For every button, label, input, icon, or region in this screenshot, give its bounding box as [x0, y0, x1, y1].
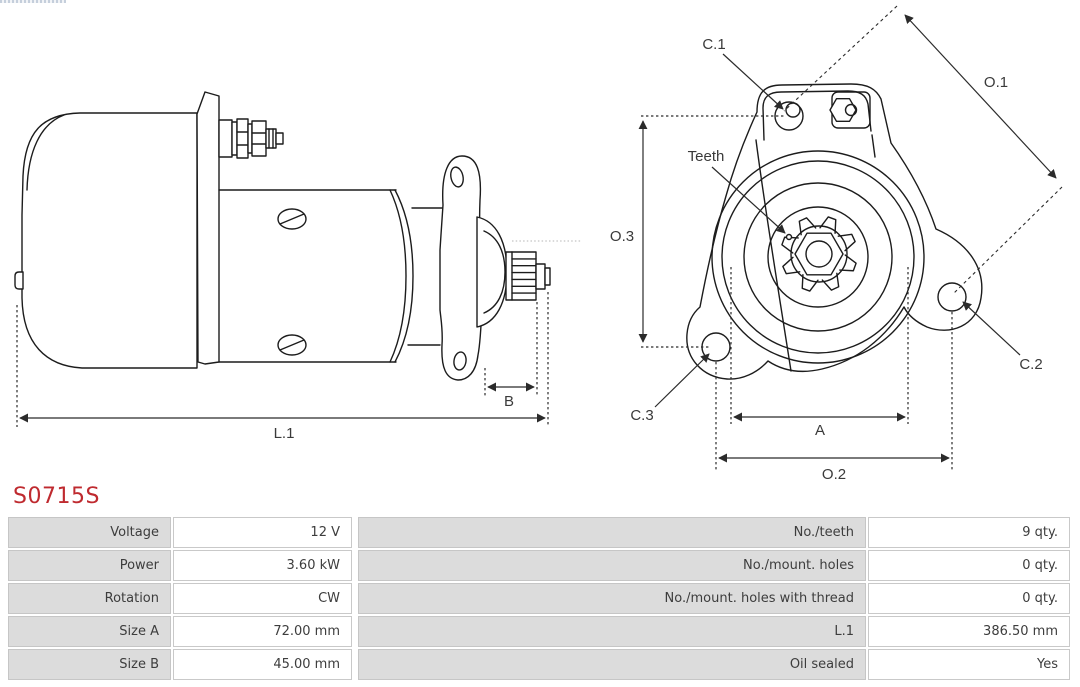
spec-label-rotation: Rotation — [8, 583, 171, 614]
dim-label-o2: O.2 — [822, 466, 846, 483]
spec-value-size-b: 45.00 mm — [173, 649, 352, 680]
table-row: Power 3.60 kW — [8, 550, 352, 581]
spec-label-no-teeth: No./teeth — [358, 517, 866, 548]
spec-table-left: Voltage 12 V Power 3.60 kW Rotation CW S… — [8, 517, 352, 682]
dim-label-c2: C.2 — [1019, 356, 1042, 373]
spec-label-mount-holes-thread: No./mount. holes with thread — [358, 583, 866, 614]
spec-label-oil-sealed: Oil sealed — [358, 649, 866, 680]
spec-value-rotation: CW — [173, 583, 352, 614]
spec-label-power: Power — [8, 550, 171, 581]
dim-label-teeth: Teeth — [688, 148, 725, 165]
spec-value-size-a: 72.00 mm — [173, 616, 352, 647]
table-row: Size B 45.00 mm — [8, 649, 352, 680]
table-row: Oil sealed Yes — [358, 649, 1070, 680]
spec-value-mount-holes: 0 qty. — [868, 550, 1070, 581]
technical-drawings: B L.1 — [14, 5, 1063, 483]
dim-label-a: A — [815, 422, 825, 439]
table-row: L.1 386.50 mm — [358, 616, 1070, 647]
pinion-gear — [781, 216, 857, 292]
spec-label-voltage: Voltage — [8, 517, 171, 548]
spec-table-right: No./teeth 9 qty. No./mount. holes 0 qty.… — [358, 517, 1070, 682]
dim-label-l1: L.1 — [274, 425, 295, 442]
dim-label-c1: C.1 — [702, 36, 725, 53]
table-row: No./teeth 9 qty. — [358, 517, 1070, 548]
spec-value-power: 3.60 kW — [173, 550, 352, 581]
spec-label-size-b: Size B — [8, 649, 171, 680]
cropped-logo-strip — [0, 0, 66, 3]
dim-label-b: B — [504, 393, 514, 410]
spec-value-no-teeth: 9 qty. — [868, 517, 1070, 548]
table-row: Rotation CW — [8, 583, 352, 614]
spec-label-size-a: Size A — [8, 616, 171, 647]
dim-label-c3: C.3 — [630, 407, 653, 424]
table-row: Size A 72.00 mm — [8, 616, 352, 647]
spec-value-l1: 386.50 mm — [868, 616, 1070, 647]
spec-label-l1: L.1 — [358, 616, 866, 647]
spec-label-mount-holes: No./mount. holes — [358, 550, 866, 581]
dim-label-o1: O.1 — [984, 74, 1008, 91]
spec-value-mount-holes-thread: 0 qty. — [868, 583, 1070, 614]
part-number: S0715S — [13, 484, 100, 509]
side-view-drawing: B L.1 — [14, 91, 582, 442]
spec-value-voltage: 12 V — [173, 517, 352, 548]
table-row: No./mount. holes with thread 0 qty. — [358, 583, 1070, 614]
table-row: No./mount. holes 0 qty. — [358, 550, 1070, 581]
front-view-drawing: C.1 O.1 Teeth O.3 C.3 C.2 — [610, 5, 1063, 483]
spec-value-oil-sealed: Yes — [868, 649, 1070, 680]
dim-label-o3: O.3 — [610, 228, 634, 245]
table-row: Voltage 12 V — [8, 517, 352, 548]
